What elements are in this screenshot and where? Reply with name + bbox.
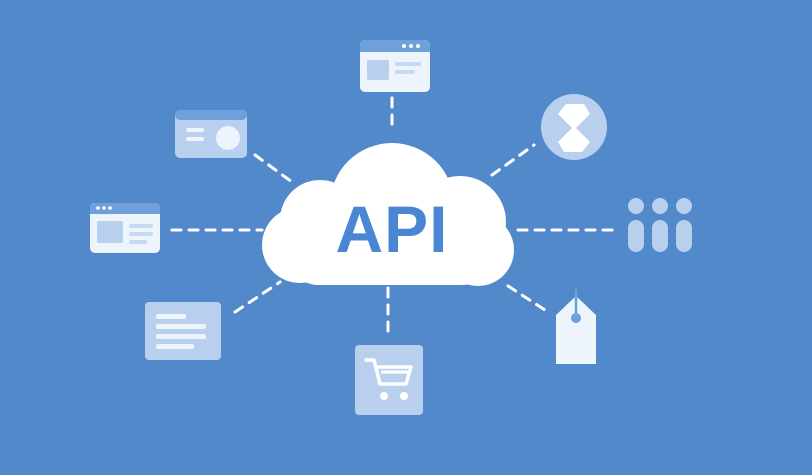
connectors xyxy=(170,96,614,340)
price-tag-icon xyxy=(556,288,596,364)
browser-window-left-icon xyxy=(90,203,160,253)
connector-top-left xyxy=(253,153,294,184)
api-label: API xyxy=(335,192,448,266)
document-lines-icon xyxy=(145,302,221,360)
people-group-icon xyxy=(628,198,692,252)
app-logo-icon xyxy=(541,94,607,160)
shopping-cart-icon xyxy=(355,345,423,415)
connector-top-right xyxy=(490,143,536,177)
connector-bottom-left xyxy=(233,280,282,314)
browser-window-top-icon xyxy=(360,40,430,92)
profile-card-icon xyxy=(175,110,247,158)
api-cloud: API xyxy=(262,143,514,286)
connector-bottom-right xyxy=(506,284,547,312)
